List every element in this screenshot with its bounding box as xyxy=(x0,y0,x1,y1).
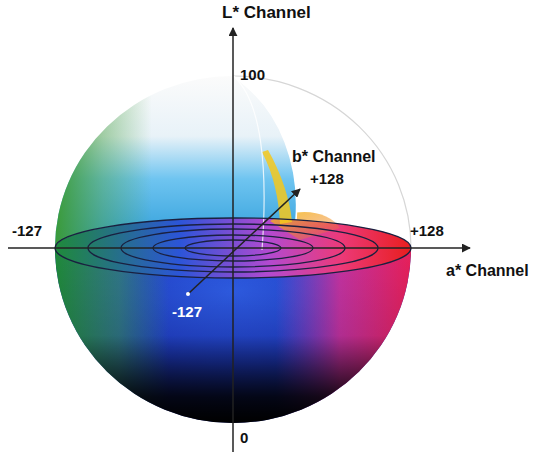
scale-value: +128 xyxy=(410,222,444,239)
a-axis xyxy=(8,247,470,249)
l-axis xyxy=(232,28,234,452)
upper-dome xyxy=(55,76,297,248)
scale-value: +128 xyxy=(310,170,344,187)
meridian-line xyxy=(233,76,297,220)
scale-value: -127 xyxy=(172,303,202,320)
scale-value: 0 xyxy=(240,429,248,446)
axis-end xyxy=(186,292,190,296)
axis-label: b* Channel xyxy=(292,148,376,166)
axis-label: L* Channel xyxy=(222,3,311,23)
axis-label: a* Channel xyxy=(446,262,529,280)
scale-value: -127 xyxy=(12,222,42,239)
b-axis xyxy=(188,189,300,294)
scale-value: 100 xyxy=(240,66,265,83)
green-shading xyxy=(55,76,297,248)
yellow-tint xyxy=(262,150,292,224)
